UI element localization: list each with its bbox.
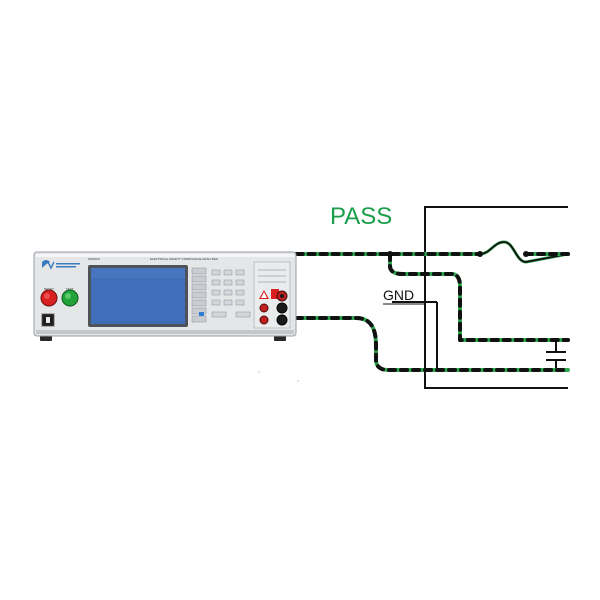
speck-1 — [258, 371, 260, 373]
key-local[interactable] — [235, 311, 251, 318]
brand-logo — [42, 260, 80, 270]
soft-keys — [191, 267, 207, 323]
test-button-label: TEST — [66, 287, 74, 291]
key-6[interactable] — [235, 279, 245, 286]
key-8[interactable] — [223, 289, 233, 296]
soft-key-5[interactable] — [191, 299, 207, 307]
subtitle-text: ELECTRICAL SAFETY COMPLIANCE ANALYZER — [150, 257, 219, 261]
key-dot[interactable] — [223, 299, 233, 306]
key-7[interactable] — [211, 289, 221, 296]
soft-key-3[interactable] — [191, 283, 207, 291]
warning-label — [271, 289, 279, 299]
reset-button-label: RESET — [44, 287, 54, 291]
key-2[interactable] — [223, 269, 233, 276]
model-text: OMNIA II — [88, 257, 100, 261]
key-3[interactable] — [235, 269, 245, 276]
soft-key-2[interactable] — [191, 275, 207, 283]
key-9[interactable] — [235, 289, 245, 296]
key-exit[interactable] — [211, 311, 227, 318]
keypad — [211, 269, 251, 318]
lcd-screen — [91, 268, 185, 324]
return-terminal-black[interactable] — [276, 302, 288, 314]
soft-key-1[interactable] — [191, 267, 207, 275]
safety-tester-instrument: OMNIA II ELECTRICAL SAFETY COMPLIANCE AN… — [33, 251, 297, 341]
junction-dot-1 — [387, 251, 393, 257]
soft-key-4[interactable] — [191, 291, 207, 299]
return-terminal[interactable] — [276, 314, 288, 326]
speck-2 — [297, 380, 299, 382]
indicator-led — [199, 312, 204, 316]
key-0[interactable] — [211, 299, 221, 306]
dut-enclosure-outline — [424, 206, 568, 389]
pass-status-text: PASS — [330, 203, 392, 230]
junction-dot-2 — [477, 251, 483, 257]
device-under-test — [392, 206, 568, 389]
panel-markings — [258, 269, 286, 283]
gnd-label: GND — [383, 287, 414, 303]
key-5[interactable] — [223, 279, 233, 286]
junction-dot-3 — [523, 251, 529, 257]
key-enter[interactable] — [235, 299, 245, 306]
key-1[interactable] — [211, 269, 221, 276]
return-terminal-red[interactable] — [259, 303, 269, 313]
soft-key-7[interactable] — [191, 315, 207, 323]
key-4[interactable] — [211, 279, 221, 286]
return-terminal-red-2[interactable] — [259, 315, 269, 325]
